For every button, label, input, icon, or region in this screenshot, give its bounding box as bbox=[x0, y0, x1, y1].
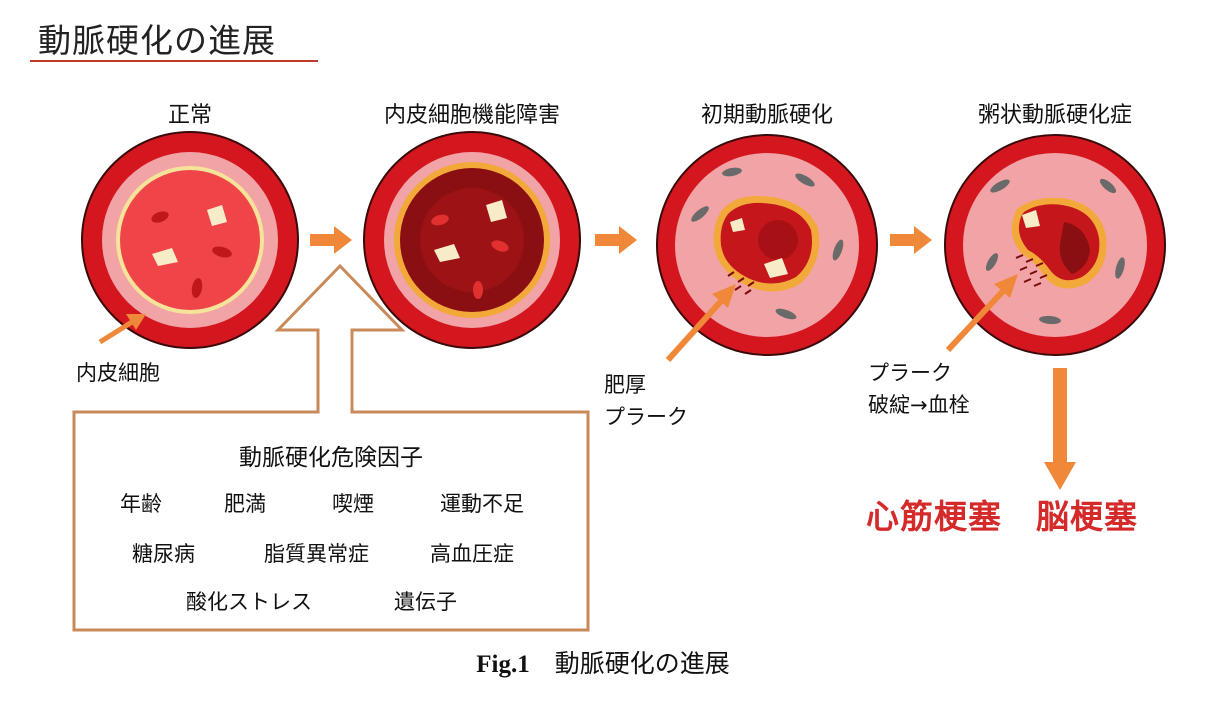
artery-normal bbox=[81, 131, 299, 349]
pointer-arrow-thickening bbox=[665, 284, 736, 363]
artery-early-atherosclerosis bbox=[656, 134, 878, 356]
progression-arrow-2 bbox=[595, 226, 637, 254]
pointer-arrow-endothelial bbox=[98, 314, 146, 345]
progression-arrow-1 bbox=[310, 226, 352, 254]
stage-label-early-atherosclerosis: 初期動脈硬化 bbox=[700, 103, 833, 128]
risk-factor-box-outline bbox=[72, 263, 590, 632]
figure-number: Fig.1 bbox=[476, 651, 530, 678]
progression-arrow-3 bbox=[890, 226, 932, 254]
stage-label-normal: 正常 bbox=[167, 103, 212, 128]
risk-factor-item: 運動不足 bbox=[440, 492, 524, 516]
risk-factor-box: 動脈硬化危険因子 年齢 肥満 喫煙 運動不足 糖尿病 脂質異常症 高血圧症 酸化… bbox=[74, 412, 588, 630]
risk-factor-item: 高血圧症 bbox=[430, 542, 514, 566]
figure-caption-text: 動脈硬化の進展 bbox=[554, 649, 730, 678]
risk-factor-item: 酸化ストレス bbox=[186, 590, 312, 614]
diagram-title: 動脈硬化の進展 bbox=[38, 21, 276, 60]
label-thickening: 肥厚 bbox=[604, 373, 646, 397]
label-endothelial-cell: 内皮細胞 bbox=[76, 361, 160, 385]
label-plaque-rupture-1: プラーク bbox=[868, 361, 952, 385]
risk-factor-item: 年齢 bbox=[120, 492, 162, 516]
stage-label-atherosclerotic-disease: 粥状動脈硬化症 bbox=[977, 103, 1132, 128]
label-plaque: プラーク bbox=[604, 405, 688, 429]
outcome-cerebral-infarction: 脳梗塞 bbox=[1036, 497, 1138, 536]
label-plaque-rupture-2: 破綻→血栓 bbox=[868, 393, 970, 417]
risk-factor-item: 遺伝子 bbox=[394, 590, 457, 614]
artery-endothelial-dysfunction bbox=[363, 131, 581, 349]
pointer-arrow-rupture bbox=[945, 274, 1018, 353]
risk-factor-item: 肥満 bbox=[224, 492, 266, 516]
figure-caption: Fig.1 動脈硬化の進展 bbox=[0, 644, 1206, 680]
risk-factor-title: 動脈硬化危険因子 bbox=[239, 445, 423, 471]
title-underline bbox=[30, 60, 318, 62]
stage-label-endothelial-dysfunction: 内皮細胞機能障害 bbox=[383, 103, 560, 128]
artery-advanced-atherosclerosis bbox=[944, 134, 1166, 356]
outcome-myocardial-infarction: 心筋梗塞 bbox=[866, 497, 1002, 536]
risk-factor-item: 脂質異常症 bbox=[264, 542, 369, 566]
risk-factor-item: 喫煙 bbox=[332, 492, 374, 516]
risk-factor-item: 糖尿病 bbox=[132, 542, 195, 566]
outcome-arrow bbox=[1044, 368, 1076, 490]
